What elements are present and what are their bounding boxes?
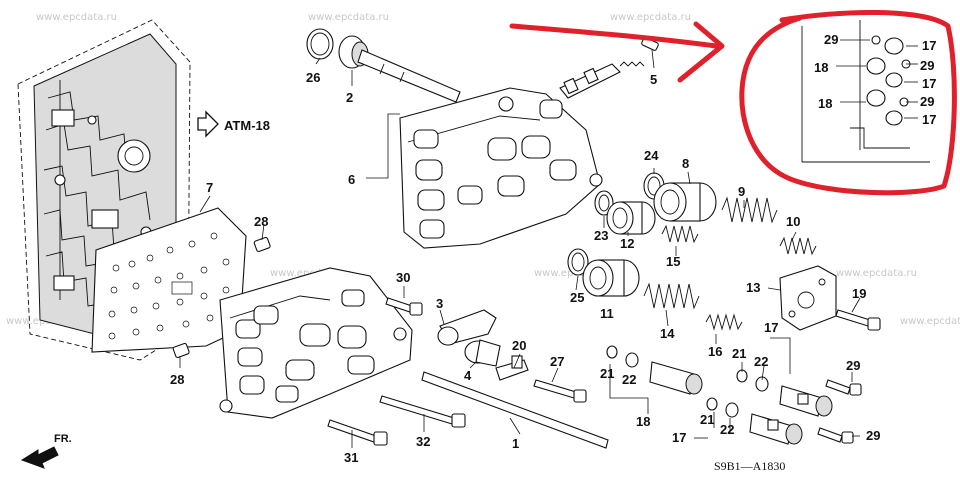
callout-22: 22 [754,354,768,369]
callout-24: 24 [644,148,659,163]
callout-10: 10 [786,214,800,229]
watermark: www.epcdata.ru [308,12,389,23]
watermark: www.epcdata.ru [900,316,960,327]
callout-11: 11 [600,306,614,321]
solenoid-valve [606,345,703,395]
callout-31: 31 [344,450,358,465]
front-direction-arrow-icon [20,446,59,469]
accumulator-spring [705,313,743,331]
callout-25: 25 [570,290,584,305]
callout-7: 7 [206,180,213,195]
solenoid-valve [706,397,803,445]
callout-12: 12 [620,236,634,251]
callout-22: 22 [720,422,734,437]
callout-6: 6 [348,172,355,187]
retaining-clip [495,355,529,381]
annotation-arrow [509,23,719,49]
detent-lever [437,309,497,346]
accumulator-spring [779,236,817,256]
callout-5: 5 [650,72,657,87]
red-annotation [509,9,957,196]
callout-29: 29 [866,428,880,443]
inset-detail [801,20,930,163]
accumulator-piston [606,201,656,235]
diagram-code: S9B1—A1830 [714,459,785,473]
front-label: FR. [54,433,72,445]
lower-valve-body [219,267,413,419]
callout-15: 15 [666,254,680,269]
annotation-circle [739,9,957,196]
callout-21: 21 [732,346,746,361]
callout-8: 8 [682,156,689,171]
accumulator-spring [721,196,778,224]
callout-18: 18 [818,96,832,111]
callout-18: 18 [814,60,828,75]
callout-17: 17 [672,430,686,445]
o-ring [594,190,614,216]
annotation-arrow [677,21,725,83]
hollow-right-arrow-icon [197,110,219,138]
flange-bolt [379,395,466,428]
callout-1: 1 [512,436,519,451]
oil-pipe [421,371,609,449]
flange-bolt [533,379,587,403]
callout-26: 26 [306,70,320,85]
callout-17: 17 [922,112,936,127]
dowel-pin [172,342,190,359]
flange-bolt [835,309,881,331]
callout-18: 18 [636,414,650,429]
callout-27: 27 [550,354,564,369]
callout-4: 4 [464,368,472,383]
watermark: www.epcdata.ru [610,12,691,23]
lever-bushing [464,339,501,367]
callout-labels: 1 2 3 4 5 6 7 8 9 10 11 12 13 14 15 16 1… [170,32,936,465]
flange-bolt [817,427,854,444]
o-ring [567,248,589,276]
callout-28: 28 [170,372,184,387]
leader-lines [179,39,918,448]
accumulator-cover [779,265,837,331]
accumulator-spring [643,282,700,310]
reference-arrow: ATM-18 [197,110,270,138]
callout-17: 17 [764,320,778,335]
flange-bolt [327,419,388,446]
callout-30: 30 [396,270,410,285]
accumulator-piston [582,259,640,297]
accumulator-spring [661,224,699,244]
front-indicator: FR. [20,433,72,469]
callout-29: 29 [920,58,934,73]
callout-21: 21 [600,366,614,381]
flange-bolt [825,379,862,396]
flange-bolt [385,297,423,316]
callout-14: 14 [660,326,675,341]
callout-13: 13 [746,280,760,295]
callout-19: 19 [852,286,866,301]
callout-23: 23 [594,228,608,243]
callout-2: 2 [346,90,353,105]
callout-22: 22 [622,372,636,387]
callout-28: 28 [254,214,268,229]
upper-valve-body [399,87,603,249]
callout-9: 9 [738,184,745,199]
reference-label: ATM-18 [224,118,270,133]
callout-3: 3 [436,296,443,311]
valve-spool [559,61,645,99]
callout-16: 16 [708,344,722,359]
solenoid-valve [736,369,833,417]
callout-32: 32 [416,434,430,449]
watermark: www.epcdata.ru [836,268,917,279]
callout-29: 29 [846,358,860,373]
dowel-pin [253,236,271,253]
accumulator-piston [653,182,717,222]
callout-21: 21 [700,412,714,427]
callout-17: 17 [922,76,936,91]
callout-29: 29 [920,94,934,109]
callout-17: 17 [922,38,936,53]
manual-valve-shaft [306,28,461,103]
callout-29: 29 [824,32,838,47]
callout-20: 20 [512,338,526,353]
watermark: www.epcdata.ru [36,12,117,23]
